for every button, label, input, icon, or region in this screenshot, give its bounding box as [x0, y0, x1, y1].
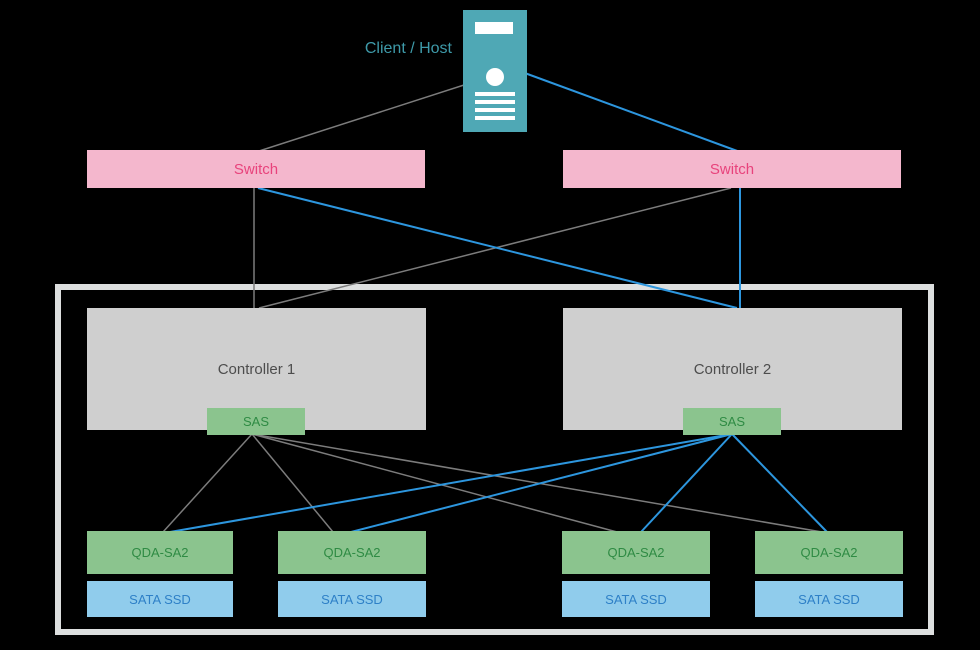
- adapter-4-label: QDA-SA2: [800, 545, 858, 560]
- adapter-qda-4: QDA-SA2: [755, 531, 903, 574]
- switch-2-label: Switch: [709, 160, 755, 178]
- adapter-2-label: QDA-SA2: [323, 545, 381, 560]
- adapter-3-label: QDA-SA2: [607, 545, 665, 560]
- switch-1-label: Switch: [233, 160, 279, 178]
- drive-4-label: SATA SSD: [798, 591, 860, 607]
- drive-sata-ssd-2: SATA SSD: [278, 581, 426, 617]
- link-sas1-qda2: [251, 433, 334, 533]
- drive-sata-ssd-4: SATA SSD: [755, 581, 903, 617]
- controller-1-label: Controller 1: [217, 360, 296, 378]
- link-switch1-controller2: [257, 187, 738, 309]
- server-vent-icon: [475, 116, 515, 120]
- switch-2: Switch: [563, 150, 901, 188]
- server-icon: [463, 10, 527, 132]
- drive-sata-ssd-3: SATA SSD: [562, 581, 710, 617]
- link-sas1-qda1: [162, 433, 253, 533]
- drive-2-label: SATA SSD: [321, 591, 383, 607]
- server-drive-slot-icon: [475, 22, 513, 34]
- link-sas2-qda1: [169, 433, 733, 533]
- link-client-switch1: [255, 74, 496, 153]
- client-host-label: Client / Host: [364, 40, 452, 57]
- adapter-qda-2: QDA-SA2: [278, 531, 426, 574]
- drive-1-label: SATA SSD: [129, 591, 191, 607]
- switch-1: Switch: [87, 150, 425, 188]
- link-sas2-qda4: [731, 433, 828, 533]
- server-power-button-icon: [486, 68, 504, 86]
- sas-port-controller-2: SAS: [683, 408, 781, 435]
- link-sas1-qda3: [251, 433, 618, 533]
- sas-port-2-label: SAS: [718, 414, 745, 429]
- controller-2-label: Controller 2: [693, 360, 772, 378]
- adapter-qda-3: QDA-SA2: [562, 531, 710, 574]
- server-vent-icon: [475, 100, 515, 104]
- link-sas1-qda4: [251, 433, 823, 533]
- adapter-qda-1: QDA-SA2: [87, 531, 233, 574]
- drive-3-label: SATA SSD: [605, 591, 667, 607]
- link-sas2-qda2: [350, 433, 733, 533]
- adapter-1-label: QDA-SA2: [131, 545, 189, 560]
- sas-port-controller-1: SAS: [207, 408, 305, 435]
- link-client-switch2: [521, 71, 741, 153]
- drive-sata-ssd-1: SATA SSD: [87, 581, 233, 617]
- server-vent-icon: [475, 92, 515, 96]
- sas-port-1-label: SAS: [242, 414, 269, 429]
- storage-enclosure-outline: [55, 284, 934, 635]
- server-vent-icon: [475, 108, 515, 112]
- link-sas2-qda3: [640, 433, 733, 533]
